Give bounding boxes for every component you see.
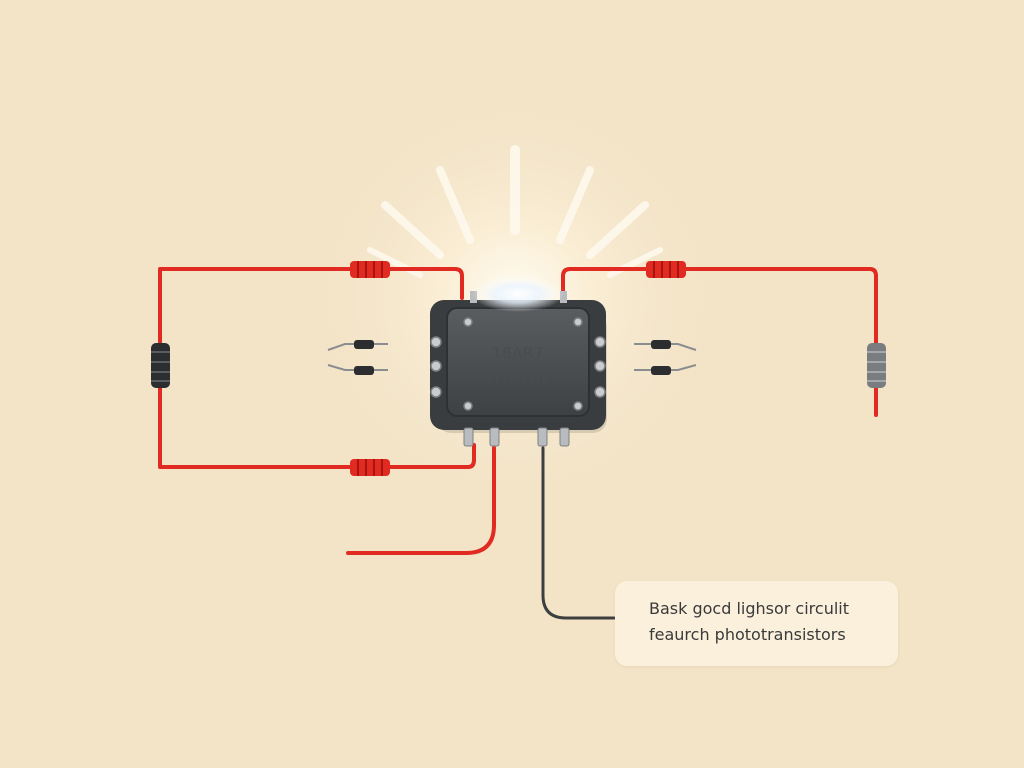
- left-resistor-vertical: [151, 343, 170, 388]
- chip-label-line1: 18AR7: [492, 344, 544, 362]
- sensor-chip: 18AR7 SITUFRE: [430, 291, 607, 447]
- right-resistor-vertical: [867, 343, 886, 388]
- right-wire: [561, 267, 878, 417]
- top-left-resistor: [350, 261, 390, 278]
- dark-lead-wire: [541, 446, 616, 620]
- right-phototransistor-bottom: [634, 364, 697, 375]
- caption-line2: feaurch phototransistors: [649, 625, 846, 644]
- right-phototransistor-top: [634, 340, 697, 351]
- caption-box: Bask gocd lighsor circulit feaurch photo…: [615, 581, 898, 666]
- left-phototransistor-bottom: [327, 364, 388, 375]
- light-rays: [367, 145, 663, 278]
- caption-line1: Bask gocd lighsor circulit: [649, 599, 849, 618]
- bottom-left-resistor: [350, 459, 390, 476]
- chip-label-line2: SITUFRE: [485, 369, 551, 387]
- left-phototransistor-top: [327, 340, 388, 351]
- top-right-resistor: [646, 261, 686, 278]
- light-source: [472, 276, 564, 312]
- red-lead-wire: [346, 446, 496, 555]
